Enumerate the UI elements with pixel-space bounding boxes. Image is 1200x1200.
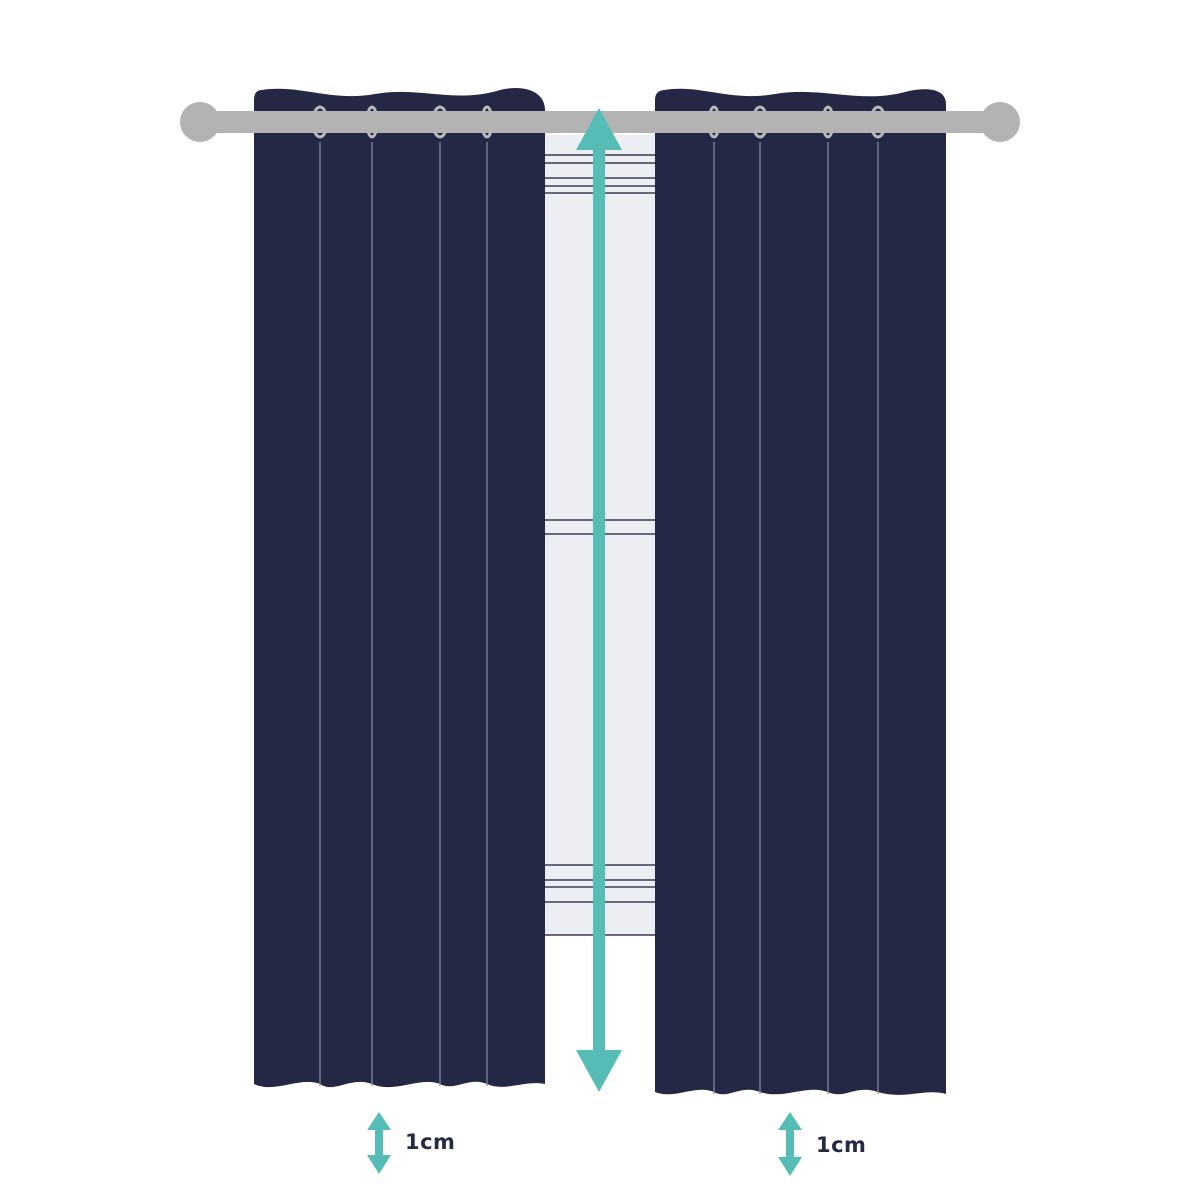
right-curtain-pleats [713,142,879,1094]
right-gap-label: 1cm [816,1133,867,1157]
rod-finial-left [180,102,220,142]
left-curtain-fabric [254,88,545,1088]
right-curtain-fabric [655,88,946,1095]
left-curtain-pleats [319,142,488,1086]
length-arrow-icon [576,108,622,1092]
left-gap-label: 1cm [405,1130,456,1154]
left-gap-arrow-icon [367,1112,391,1174]
rod-finial-right [980,102,1020,142]
right-curtain [655,88,946,1095]
right-gap-arrow-icon [778,1112,802,1176]
left-curtain [254,88,545,1088]
